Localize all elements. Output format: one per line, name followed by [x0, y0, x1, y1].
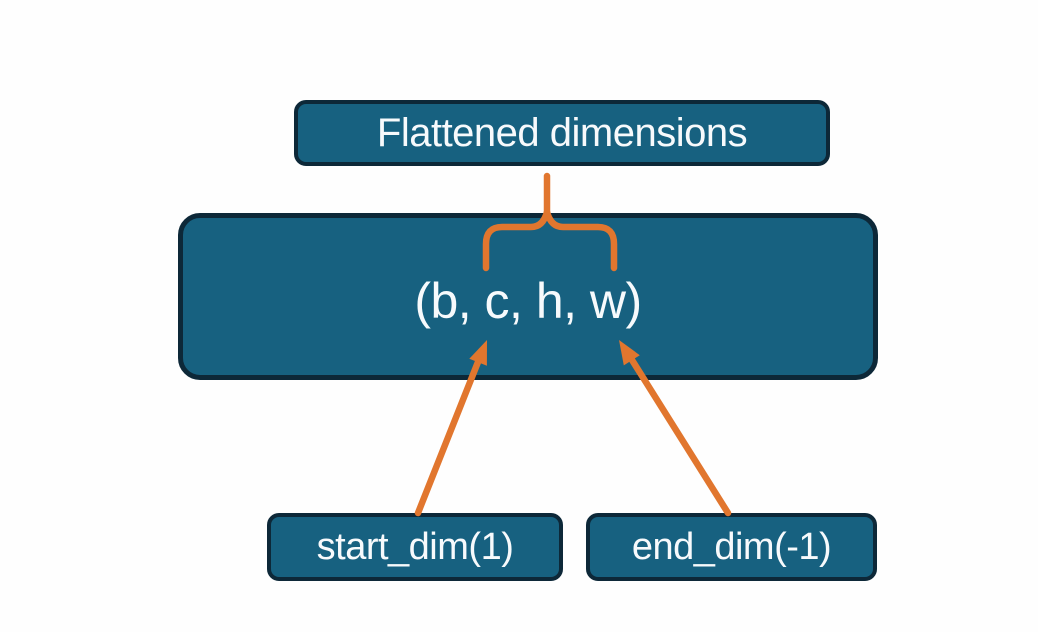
start-dim-label: start_dim(1): [316, 526, 514, 568]
tensor-shape-label: (b, c, h, w): [414, 272, 642, 329]
tensor-shape-box: (b, c, h, w): [178, 213, 878, 380]
end-dim-label: end_dim(-1): [631, 526, 832, 568]
start-dim-box: start_dim(1): [267, 513, 563, 581]
flattened-dimensions-box: Flattened dimensions: [294, 100, 830, 166]
flattened-dimensions-label: Flattened dimensions: [376, 111, 748, 155]
end-dim-box: end_dim(-1): [586, 513, 877, 581]
